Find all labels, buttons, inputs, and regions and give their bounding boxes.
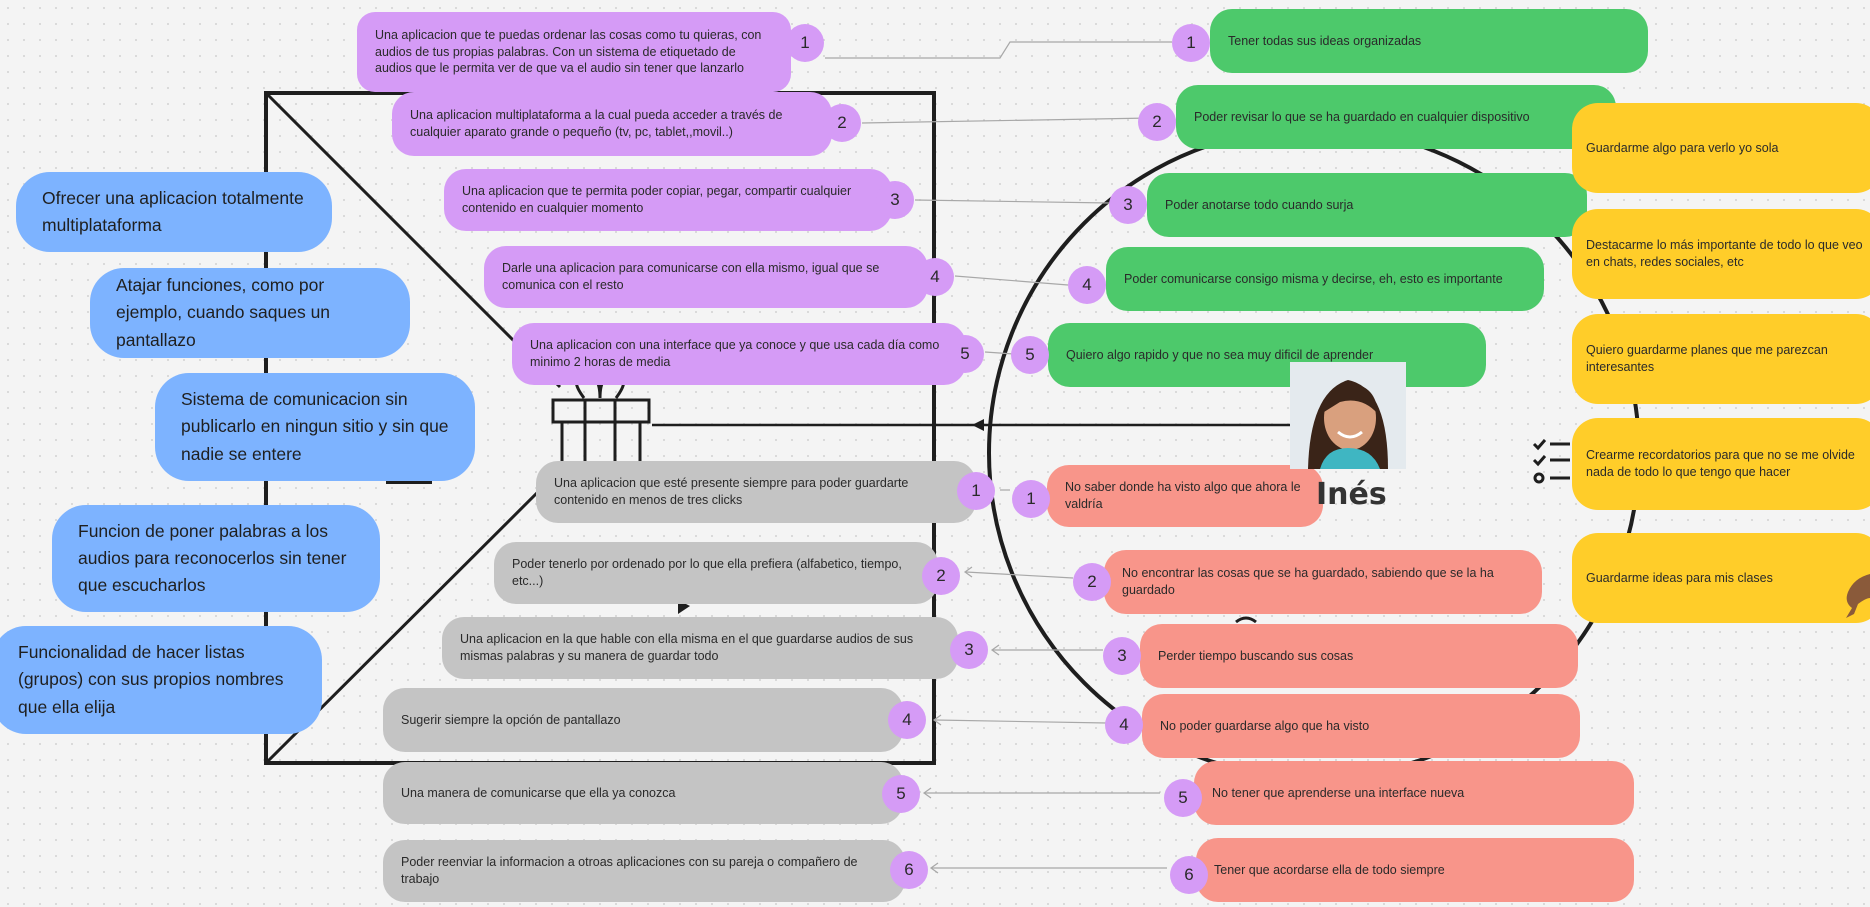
salmon-number-badge: 2	[1073, 563, 1111, 601]
note-text: Tener que acordarse ella de todo siempre	[1214, 862, 1445, 877]
green-number-badge: 5	[1011, 336, 1049, 374]
salmon-note[interactable]: No saber donde ha visto algo que ahora l…	[1047, 465, 1323, 527]
checklist-icon	[1532, 439, 1570, 484]
gray-number-badge: 4	[888, 701, 926, 739]
note-text: Sugerir siempre la opción de pantallazo	[401, 712, 621, 727]
blue-note[interactable]: Funcion de poner palabras a los audios p…	[52, 505, 380, 612]
note-text: Una manera de comunicarse que ella ya co…	[401, 785, 676, 800]
note-text: Poder revisar lo que se ha guardado en c…	[1194, 109, 1530, 124]
yellow-note[interactable]: Guardarme algo para verlo yo sola	[1572, 103, 1870, 193]
note-text: Darle una aplicacion para comunicarse co…	[502, 261, 880, 292]
note-text: Una aplicacion que te permita poder copi…	[462, 184, 852, 215]
gray-number-badge: 6	[890, 851, 928, 889]
note-text: Una aplicacion que esté presente siempre…	[554, 476, 909, 507]
salmon-note[interactable]: No encontrar las cosas que se ha guardad…	[1104, 550, 1542, 614]
purple-number-badge: 3	[876, 181, 914, 219]
green-note[interactable]: Tener todas sus ideas organizadas	[1210, 9, 1648, 73]
gray-note[interactable]: Poder reenviar la informacion a otroas a…	[383, 840, 905, 902]
note-text: Quiero algo rapido y que no sea muy difi…	[1066, 347, 1374, 362]
purple-number-badge: 4	[916, 258, 954, 296]
note-text: Crearme recordatorios para que no se me …	[1586, 448, 1855, 479]
note-text: No saber donde ha visto algo que ahora l…	[1065, 480, 1301, 511]
note-text: Una aplicacion multiplataforma a la cual…	[410, 108, 783, 139]
note-text: Una aplicacion que te puedas ordenar las…	[375, 27, 762, 76]
note-text: No tener que aprenderse una interface nu…	[1212, 785, 1465, 800]
green-number-badge: 1	[1172, 24, 1210, 62]
note-text: Guardarme algo para verlo yo sola	[1586, 140, 1779, 155]
frame-mark	[1235, 616, 1257, 624]
gray-number-badge: 5	[882, 775, 920, 813]
blue-note[interactable]: Atajar funciones, como por ejemplo, cuan…	[90, 268, 410, 358]
green-number-badge: 2	[1138, 103, 1176, 141]
salmon-number-badge: 3	[1103, 637, 1141, 675]
purple-note[interactable]: Darle una aplicacion para comunicarse co…	[484, 246, 928, 308]
green-note[interactable]: Poder comunicarse consigo misma y decirs…	[1106, 247, 1544, 311]
salmon-number-badge: 5	[1164, 779, 1202, 817]
gray-number-badge: 3	[950, 631, 988, 669]
gray-number-badge: 2	[922, 557, 960, 595]
green-note[interactable]: Poder anotarse todo cuando surja	[1147, 173, 1587, 237]
note-text: No poder guardarse algo que ha visto	[1160, 718, 1370, 733]
purple-note[interactable]: Una aplicacion con una interface que ya …	[512, 323, 966, 385]
green-note[interactable]: Quiero algo rapido y que no sea muy difi…	[1048, 323, 1486, 387]
note-text: Sistema de comunicacion sin publicarlo e…	[181, 389, 449, 464]
yellow-note[interactable]: Crearme recordatorios para que no se me …	[1572, 418, 1870, 510]
dinosaur-icon	[1846, 574, 1870, 618]
avatar-photo-icon	[1290, 362, 1406, 469]
frame-mark	[386, 478, 432, 484]
note-text: Funcion de poner palabras a los audios p…	[78, 520, 347, 596]
salmon-note[interactable]: No poder guardarse algo que ha visto	[1142, 694, 1580, 758]
blue-note[interactable]: Funcionalidad de hacer listas (grupos) c…	[0, 626, 322, 734]
blue-note[interactable]: Sistema de comunicacion sin publicarlo e…	[155, 373, 475, 481]
salmon-number-badge: 6	[1170, 856, 1208, 894]
salmon-note[interactable]: Perder tiempo buscando sus cosas	[1140, 624, 1578, 688]
note-text: Poder tenerlo por ordenado por lo que el…	[512, 557, 902, 588]
purple-note[interactable]: Una aplicacion que te permita poder copi…	[444, 169, 892, 231]
frame-diagonal-top	[264, 91, 562, 389]
gray-note[interactable]: Sugerir siempre la opción de pantallazo	[383, 688, 903, 752]
salmon-number-badge: 1	[1012, 480, 1050, 518]
green-number-badge: 4	[1068, 266, 1106, 304]
note-text: Atajar funciones, como por ejemplo, cuan…	[116, 275, 331, 350]
persona-name: Inés	[1316, 477, 1387, 512]
avatar	[1290, 362, 1406, 469]
center-arrow-head-left	[972, 419, 984, 431]
purple-number-badge: 5	[946, 335, 984, 373]
gray-note[interactable]: Una aplicacion en la que hable con ella …	[442, 617, 958, 679]
yellow-note[interactable]: Quiero guardarme planes que me parezcan …	[1572, 314, 1870, 404]
salmon-number-badge: 4	[1105, 706, 1143, 744]
note-text: Tener todas sus ideas organizadas	[1228, 33, 1422, 48]
purple-note[interactable]: Una aplicacion que te puedas ordenar las…	[357, 12, 791, 92]
yellow-note[interactable]: Destacarme lo más importante de todo lo …	[1572, 209, 1870, 299]
green-number-badge: 3	[1109, 186, 1147, 224]
blue-note[interactable]: Ofrecer una aplicacion totalmente multip…	[16, 172, 332, 252]
note-text: Poder comunicarse consigo misma y decirs…	[1124, 271, 1503, 286]
note-text: Guardarme ideas para mis clases	[1586, 570, 1773, 585]
note-text: Una aplicacion con una interface que ya …	[530, 338, 940, 369]
connector-arrowheads	[922, 566, 1000, 874]
salmon-note[interactable]: No tener que aprenderse una interface nu…	[1194, 761, 1634, 825]
purple-number-badge: 1	[786, 24, 824, 62]
note-text: Ofrecer una aplicacion totalmente multip…	[42, 187, 304, 235]
note-text: Poder reenviar la informacion a otroas a…	[401, 855, 858, 886]
green-note[interactable]: Poder revisar lo que se ha guardado en c…	[1176, 85, 1616, 149]
yellow-note[interactable]: Guardarme ideas para mis clases	[1572, 533, 1870, 623]
note-text: Destacarme lo más importante de todo lo …	[1586, 238, 1863, 269]
connectors-purple-green	[825, 41, 1172, 355]
gray-note[interactable]: Una aplicacion que esté presente siempre…	[536, 461, 976, 523]
note-text: Poder anotarse todo cuando surja	[1165, 197, 1354, 212]
note-text: Funcionalidad de hacer listas (grupos) c…	[18, 642, 284, 717]
gray-number-badge: 1	[957, 472, 995, 510]
note-text: Perder tiempo buscando sus cosas	[1158, 648, 1354, 663]
note-text: Quiero guardarme planes que me parezcan …	[1586, 343, 1828, 374]
note-text: No encontrar las cosas que se ha guardad…	[1122, 566, 1494, 597]
purple-number-badge: 2	[823, 104, 861, 142]
purple-note[interactable]: Una aplicacion multiplataforma a la cual…	[392, 92, 832, 156]
salmon-note[interactable]: Tener que acordarse ella de todo siempre	[1196, 838, 1634, 902]
note-text: Una aplicacion en la que hable con ella …	[460, 632, 914, 663]
gray-note[interactable]: Una manera de comunicarse que ella ya co…	[383, 762, 903, 824]
gray-note[interactable]: Poder tenerlo por ordenado por lo que el…	[494, 542, 938, 604]
connectors-salmon-gray	[925, 489, 1167, 869]
